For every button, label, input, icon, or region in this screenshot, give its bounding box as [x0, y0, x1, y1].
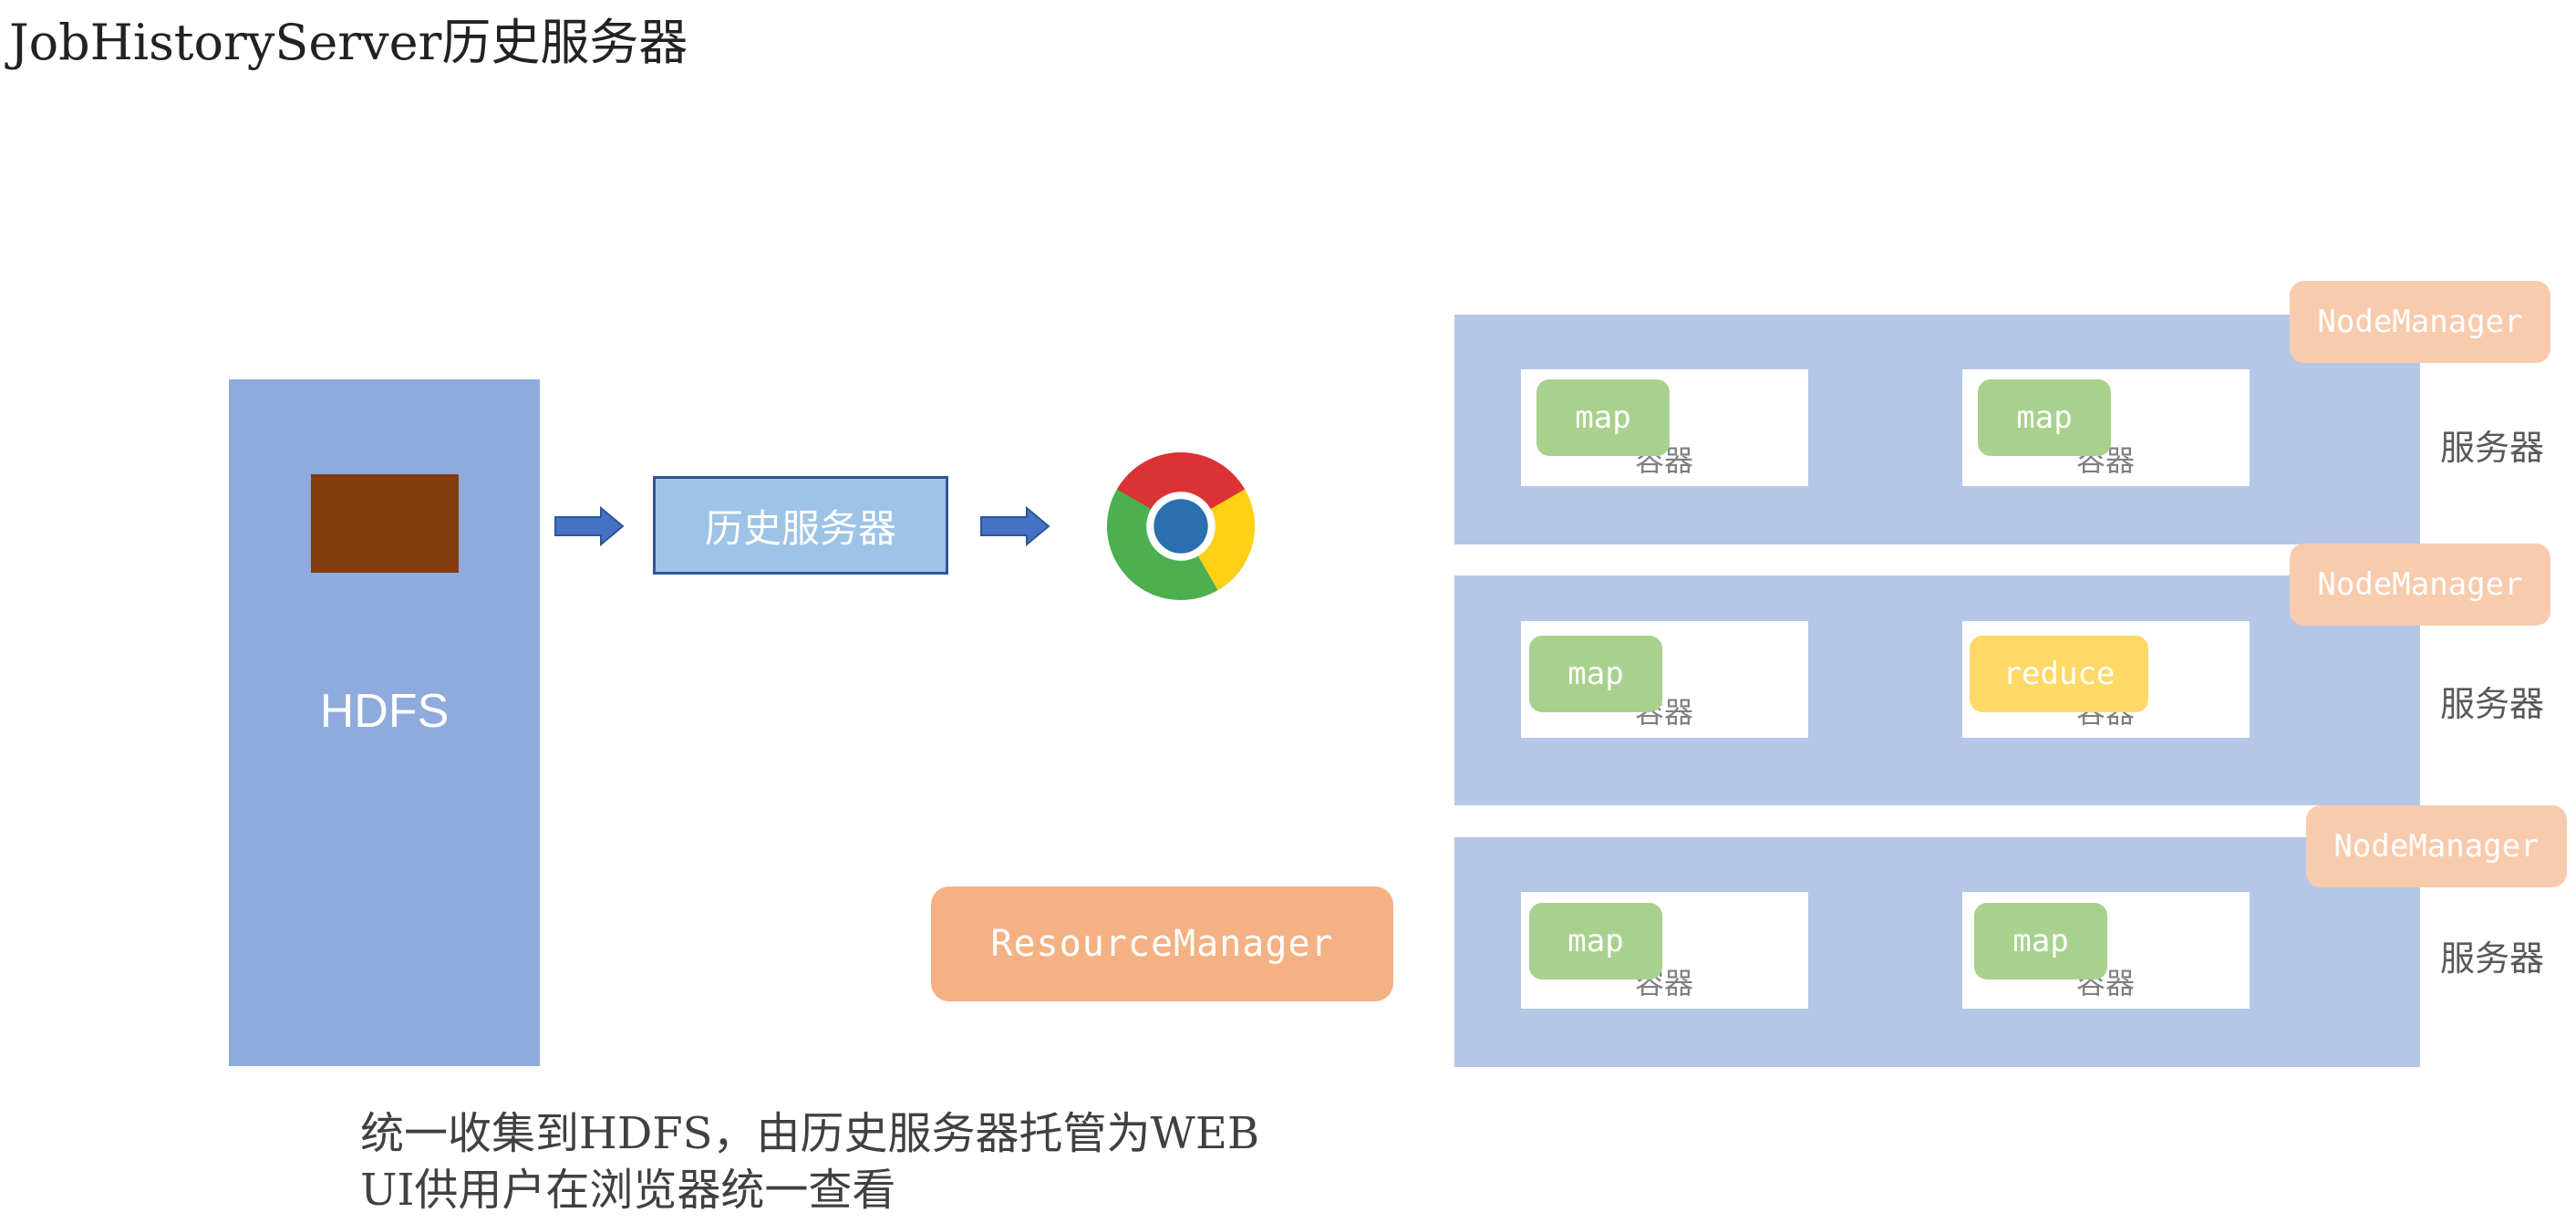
- map-task: map: [1974, 903, 2107, 979]
- right-arrow-icon: [980, 506, 1050, 546]
- server-label: 服务器: [2440, 684, 2545, 724]
- caption-line-2: UI供用户在浏览器统一查看: [360, 1165, 896, 1216]
- right-arrow-icon: [554, 506, 625, 546]
- server-label: 服务器: [2440, 428, 2545, 468]
- chrome-icon: [1107, 452, 1255, 600]
- map-task: map: [1529, 636, 1662, 712]
- caption: 统一收集到HDFS，由历史服务器托管为WEB UI供用户在浏览器统一查看: [360, 1105, 1259, 1218]
- node-manager: NodeManager: [2306, 805, 2567, 887]
- resource-manager: ResourceManager: [931, 886, 1393, 1001]
- log-file-block: [311, 474, 459, 573]
- map-task: map: [1536, 379, 1670, 456]
- history-server-box: 历史服务器: [653, 476, 948, 575]
- map-task: map: [1529, 903, 1662, 979]
- page-title: JobHistoryServer历史服务器: [9, 14, 688, 71]
- node-manager: NodeManager: [2290, 281, 2550, 363]
- hdfs-label: HDFS: [319, 685, 450, 738]
- reduce-task: reduce: [1970, 636, 2148, 712]
- server-label: 服务器: [2440, 938, 2545, 979]
- history-server-label: 历史服务器: [704, 505, 896, 551]
- resource-manager-label: ResourceManager: [990, 923, 1334, 965]
- node-manager: NodeManager: [2290, 544, 2550, 626]
- caption-line-1: 统一收集到HDFS，由历史服务器托管为WEB: [360, 1108, 1260, 1159]
- map-task: map: [1978, 379, 2111, 456]
